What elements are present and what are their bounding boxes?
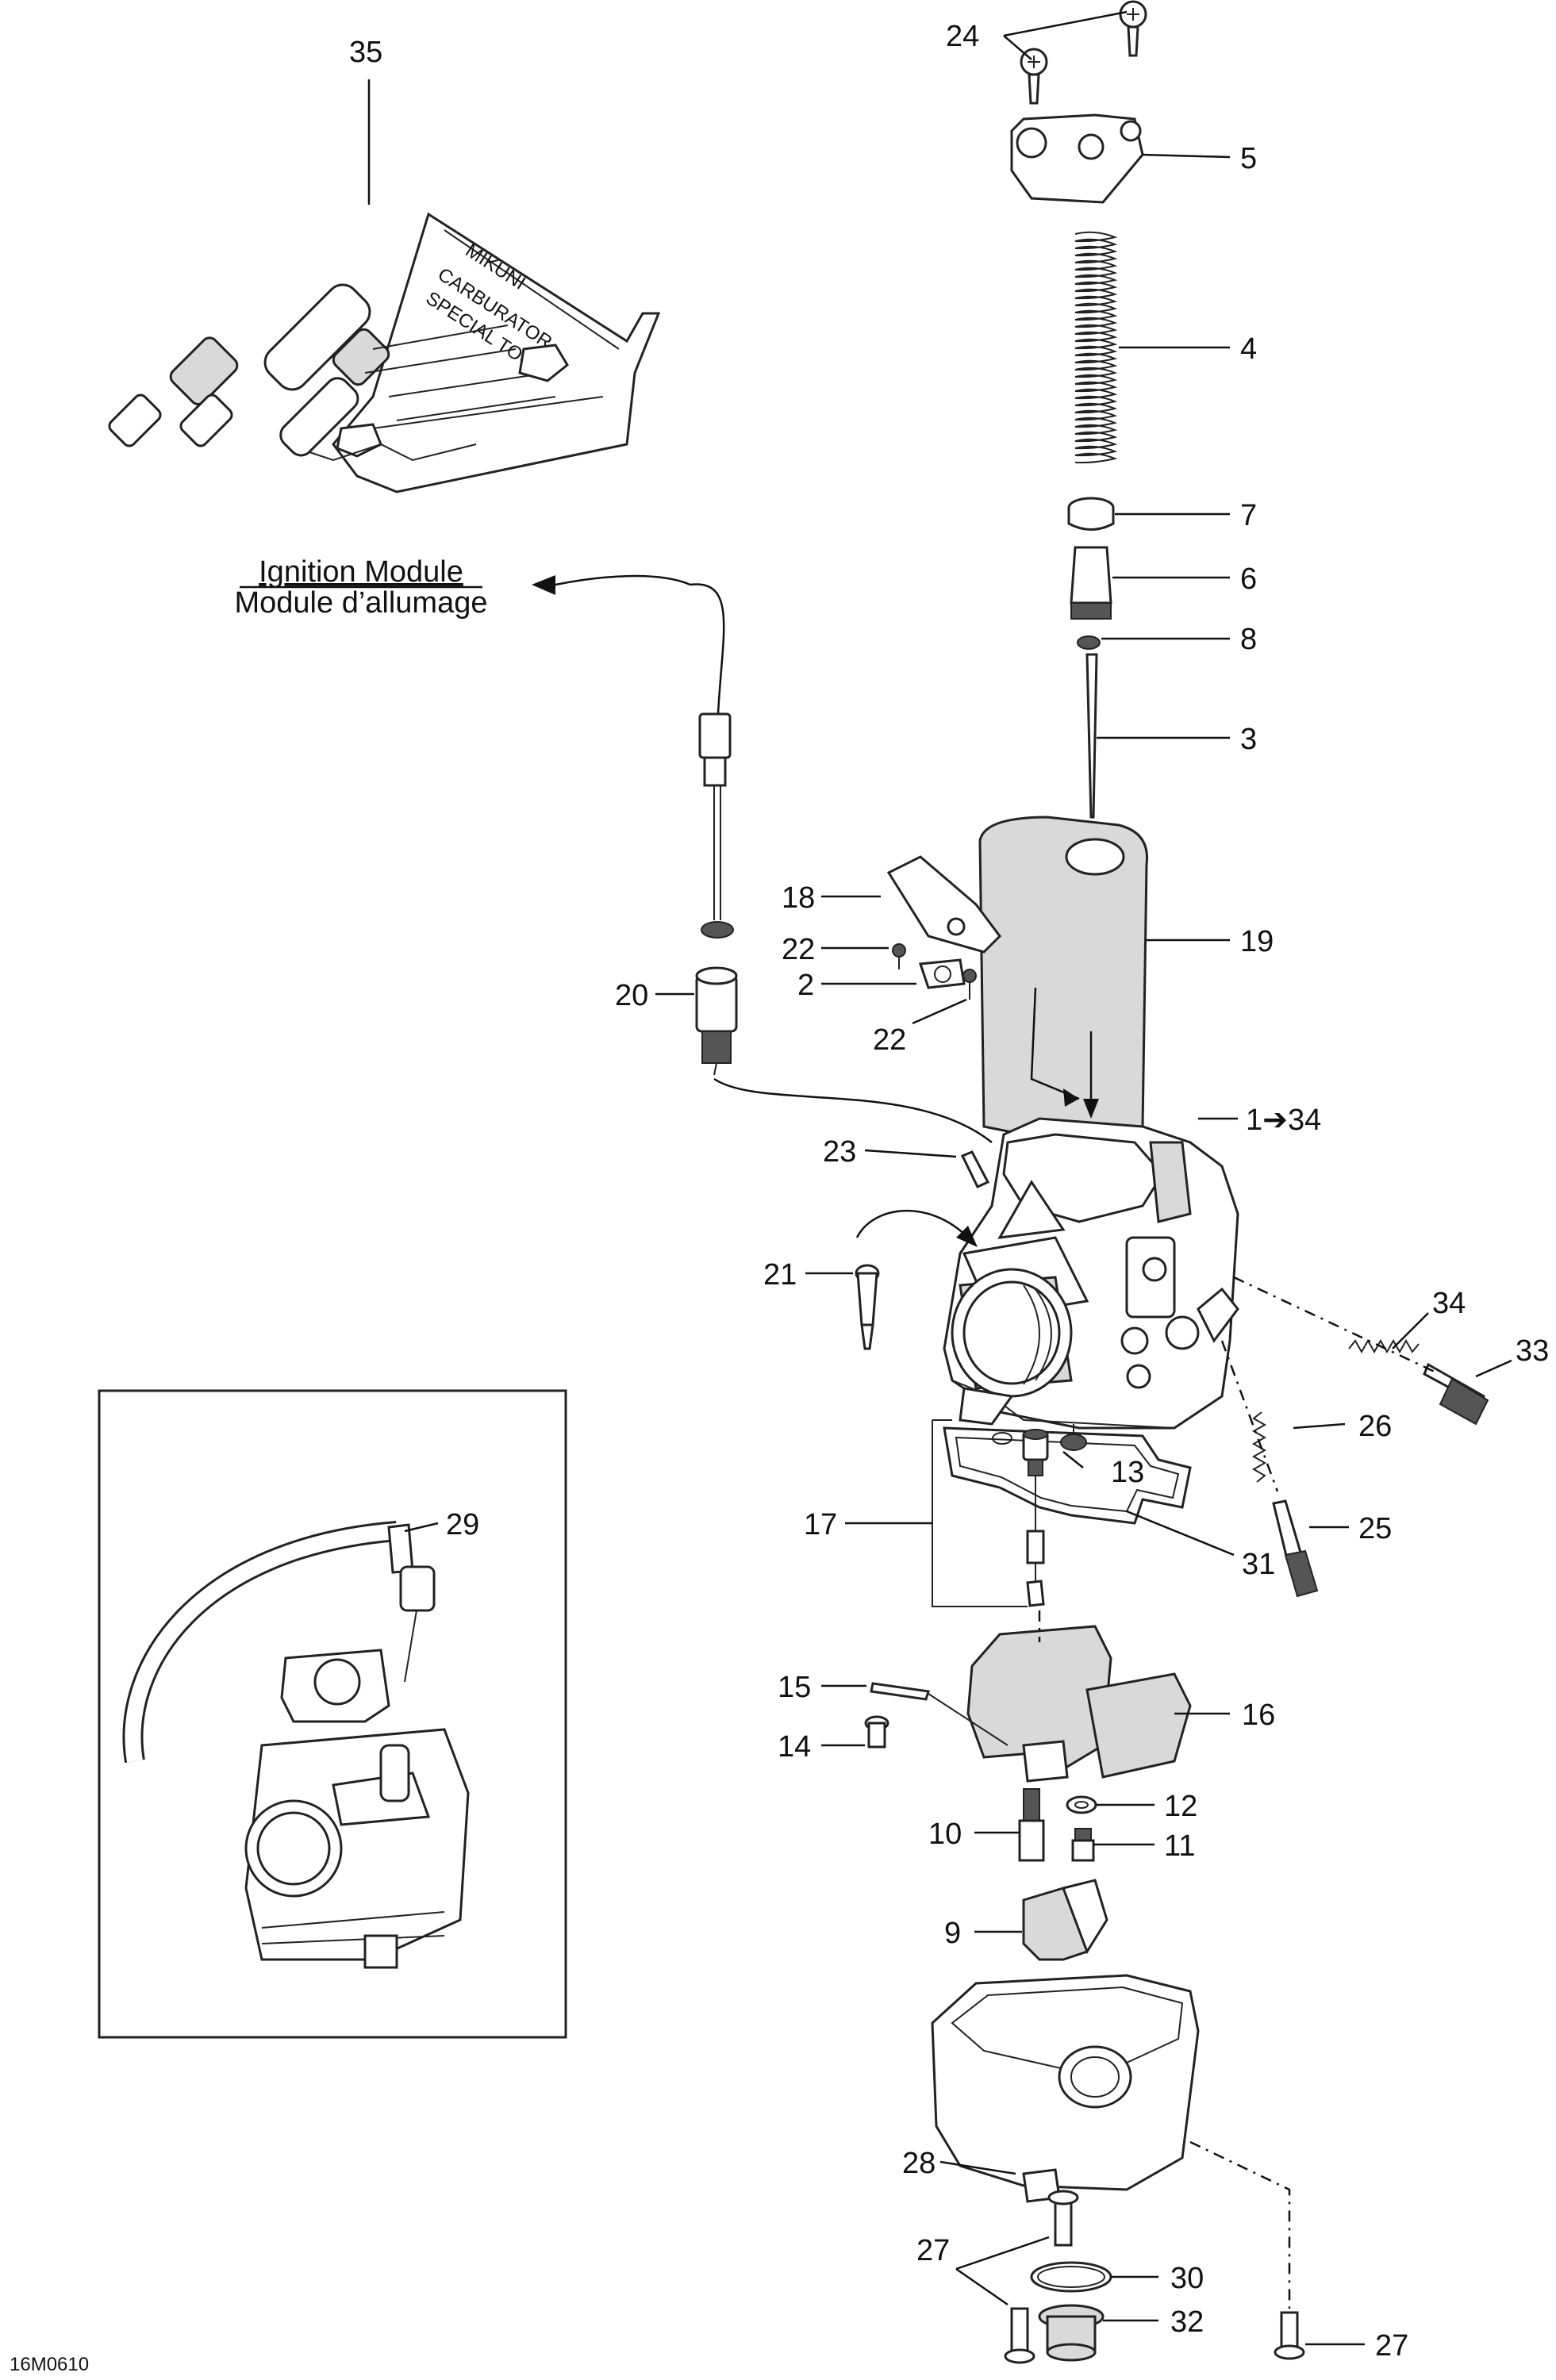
part-4-spring: [1073, 230, 1118, 464]
label-9: 9: [944, 1917, 961, 1950]
label-32: 32: [1170, 2305, 1204, 2339]
label-21: 21: [763, 1258, 797, 1292]
part-33-screw: [1423, 1362, 1489, 1426]
label-22-lower: 22: [873, 1023, 906, 1057]
ignition-module-en: Ignition Module: [259, 555, 463, 589]
label-24: 24: [946, 20, 979, 53]
part-34-spring: [1348, 1338, 1420, 1354]
label-13: 13: [1111, 1456, 1144, 1489]
part-18-plate: [886, 855, 1001, 954]
part-9-baffle: [1022, 1879, 1108, 1961]
label-8: 8: [1240, 623, 1257, 656]
part-27-screws: [1004, 2190, 1305, 2364]
label-10: 10: [928, 1818, 962, 1851]
label-7: 7: [1240, 499, 1257, 532]
label-18: 18: [782, 881, 815, 915]
part-20-tps-sensor: [690, 583, 993, 1143]
label-20: 20: [615, 979, 648, 1012]
part-17-float-valve-assembly: [932, 1419, 1049, 1607]
part-8-clip: [1077, 635, 1101, 650]
label-17: 17: [804, 1508, 837, 1541]
part-15-float-pin: [870, 1682, 1009, 1746]
label-15: 15: [778, 1671, 811, 1704]
part-6-needle-holder: [1070, 546, 1112, 620]
label-33: 33: [1516, 1334, 1549, 1368]
inset-hose-view: [98, 1389, 567, 2039]
label-25: 25: [1358, 1512, 1392, 1545]
part-10-needle-jet: [1018, 1788, 1045, 1862]
label-12: 12: [1164, 1790, 1197, 1823]
part-19-slide: [978, 816, 1149, 1146]
label-27-right: 27: [1375, 2329, 1408, 2363]
part-24-screws: [1020, 0, 1147, 105]
label-14: 14: [778, 1730, 811, 1764]
part-14-screw: [864, 1715, 889, 1749]
leader-lines: [367, 10, 1512, 2346]
part-3-needle: [1085, 653, 1098, 819]
label-30: 30: [1170, 2262, 1204, 2295]
part-11-jet: [1071, 1828, 1095, 1862]
label-1-34: 1➔34: [1246, 1104, 1321, 1137]
label-3: 3: [1240, 723, 1257, 756]
label-28: 28: [902, 2147, 936, 2180]
figure-code: 16M0610: [10, 2354, 89, 2375]
ignition-module-caption: Ignition Module Module d’allumage: [235, 555, 488, 620]
part-31-gasket: [943, 1426, 1192, 1525]
part-30-o-ring: [1030, 2261, 1112, 2293]
part-1-carburetor-body: [943, 1117, 1239, 1430]
label-4: 4: [1240, 332, 1257, 366]
part-16-float: [966, 1625, 1192, 1783]
label-29: 29: [446, 1508, 479, 1541]
part-12-washer: [1066, 1795, 1097, 1814]
tool-kit-35: MIKUNI CARBURATOR SPECIAL TOOLS: [108, 212, 661, 493]
part-13-screw: [1060, 1424, 1087, 1451]
part-23-pilot-air: [960, 1150, 990, 1188]
ignition-module-fr: Module d’allumage: [235, 586, 488, 620]
callout-labels: 35 24 5 4 7 6 8 3 19 18 22 2 22 20 1➔34 …: [349, 20, 1549, 2363]
label-5: 5: [1240, 142, 1257, 175]
label-35: 35: [349, 36, 382, 69]
part-22-screws: [892, 943, 977, 1000]
label-2: 2: [797, 969, 814, 1002]
part-7-cup: [1067, 497, 1115, 531]
label-22-upper: 22: [782, 933, 815, 966]
part-28-float-bowl: [931, 1974, 1200, 2203]
label-26: 26: [1358, 1410, 1392, 1443]
label-19: 19: [1240, 925, 1274, 958]
part-25-screw: [1272, 1499, 1319, 1598]
part-32-drain-plug: [1038, 2304, 1105, 2362]
label-34: 34: [1432, 1287, 1466, 1320]
part-21-air-screw: [855, 1264, 880, 1350]
part-5-cap: [1010, 113, 1144, 204]
label-11: 11: [1164, 1829, 1195, 1863]
label-16: 16: [1242, 1699, 1275, 1732]
label-31: 31: [1242, 1548, 1275, 1581]
part-2-clip: [918, 958, 966, 989]
label-6: 6: [1240, 562, 1257, 596]
label-27-left: 27: [916, 2234, 950, 2267]
part-26-spring: [1251, 1411, 1267, 1483]
label-23: 23: [823, 1135, 856, 1169]
